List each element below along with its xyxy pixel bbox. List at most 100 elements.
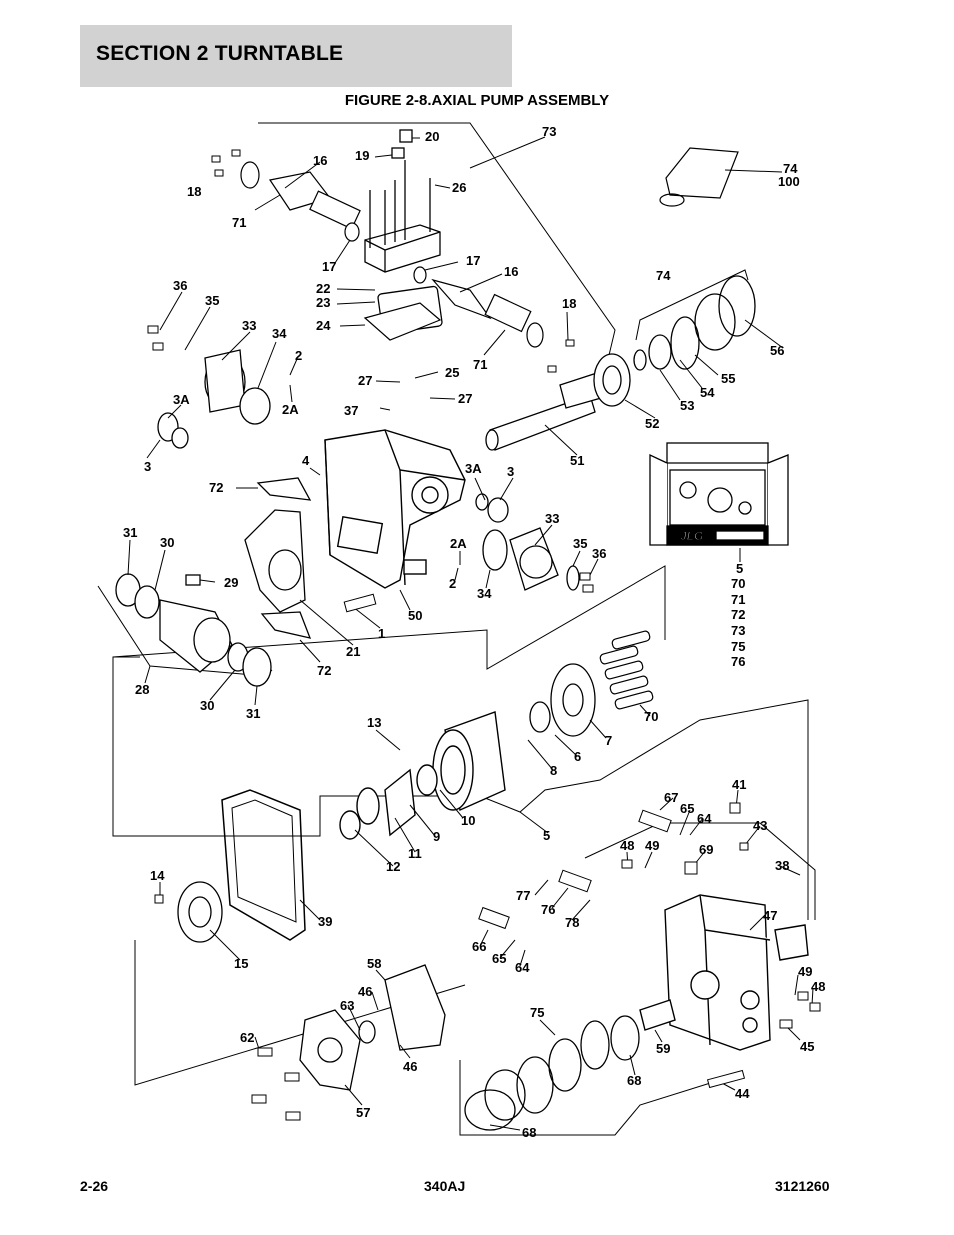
callout: 66 [472,939,486,954]
callout: 74 [656,268,671,283]
callout: 49 [645,838,659,853]
servo-piston-upper-left [240,161,361,242]
callout: 47 [763,908,777,923]
callout: 37 [344,403,358,418]
seal-stack-75 [464,1015,640,1131]
footer-model: 340AJ [424,1178,466,1194]
callout: 6 [574,749,581,764]
callout: 3 [144,459,151,474]
callout: 75 [731,639,745,654]
callout: 5 [736,561,743,576]
callout: 57 [356,1105,370,1120]
callout: 31 [123,525,137,540]
callout: 13 [367,715,381,730]
callout: 41 [732,777,746,792]
callout: 59 [656,1041,670,1056]
callout: 27 [458,391,472,406]
callout: 76 [731,654,745,669]
callout: 14 [150,868,165,883]
callout: 62 [240,1030,254,1045]
group-outline-top [258,122,616,373]
callout: 3A [173,392,190,407]
callout: 50 [408,608,422,623]
callout: 2A [282,402,299,417]
callout: 30 [200,698,214,713]
callout: 70 [731,576,745,591]
callout: 56 [770,343,784,358]
callout: 68 [627,1073,641,1088]
callout: 43 [753,818,767,833]
callout: 20 [425,129,439,144]
callout: 28 [135,682,149,697]
callout: 27 [358,373,372,388]
callout: 2 [295,348,302,363]
callout: 75 [530,1005,544,1020]
callout: 45 [800,1039,814,1054]
callout: 5 [543,828,550,843]
callout: 36 [173,278,187,293]
callout: 29 [224,575,238,590]
callout: 30 [160,535,174,550]
rotating-group-right [475,493,580,591]
callout: 8 [550,763,557,778]
callout: 10 [461,813,475,828]
callout: 26 [452,180,466,195]
callout: 49 [798,964,812,979]
callout: 9 [433,829,440,844]
callout: 52 [645,416,659,431]
callout: 16 [313,153,327,168]
callout: 11 [408,846,422,861]
seal-kit-box: JLG [649,442,789,546]
callout: 34 [272,326,287,341]
callout: 12 [386,859,400,874]
callout: 58 [367,956,381,971]
callout: 55 [721,371,735,386]
bracket-74-seals [635,269,749,341]
callout: 35 [573,536,587,551]
group-outline-mid [112,565,666,670]
callout: 15 [234,956,248,971]
callout: 46 [403,1059,417,1074]
footer-page-number: 2-26 [80,1178,109,1194]
callout: 78 [565,915,579,930]
callout: 35 [205,293,219,308]
callout: 64 [697,811,712,826]
callout: 22 [316,281,330,296]
callout: 67 [664,790,678,805]
callout: 16 [504,264,518,279]
callout: 21 [346,644,360,659]
callout: 74 [783,161,798,176]
callout: 73 [731,623,745,638]
callout: 51 [570,453,584,468]
group-outline-valve [584,822,816,920]
callout: 18 [187,184,201,199]
callout: 7 [605,733,612,748]
callout: 65 [492,951,506,966]
callout: 3 [507,464,514,479]
main-housing [324,429,466,589]
callout: 71 [731,592,745,607]
swashplate [244,477,312,639]
callout: 36 [592,546,606,561]
callout: 31 [246,706,260,721]
end-cover [299,964,446,1091]
rotating-group-left [157,349,271,449]
callout: 71 [473,357,487,372]
seal-kit-bag [659,147,739,207]
piston-set-70 [599,630,654,710]
callout: 70 [644,709,658,724]
callout: 77 [516,888,530,903]
figure-title: FIGURE 2-8.AXIAL PUMP ASSEMBLY [344,92,610,109]
shaft-bearing [593,353,631,407]
callout: 18 [562,296,576,311]
callout: 17 [322,259,336,274]
group-outline-lower [134,940,466,1086]
drive-shaft [485,371,609,451]
callout: 54 [700,385,715,400]
gasket-24 [363,302,442,341]
kit-box-brand: JLG [680,529,703,543]
seal-rings [633,275,756,371]
valve-block [639,894,809,1051]
callout: 25 [445,365,459,380]
callout: 2 [449,576,456,591]
